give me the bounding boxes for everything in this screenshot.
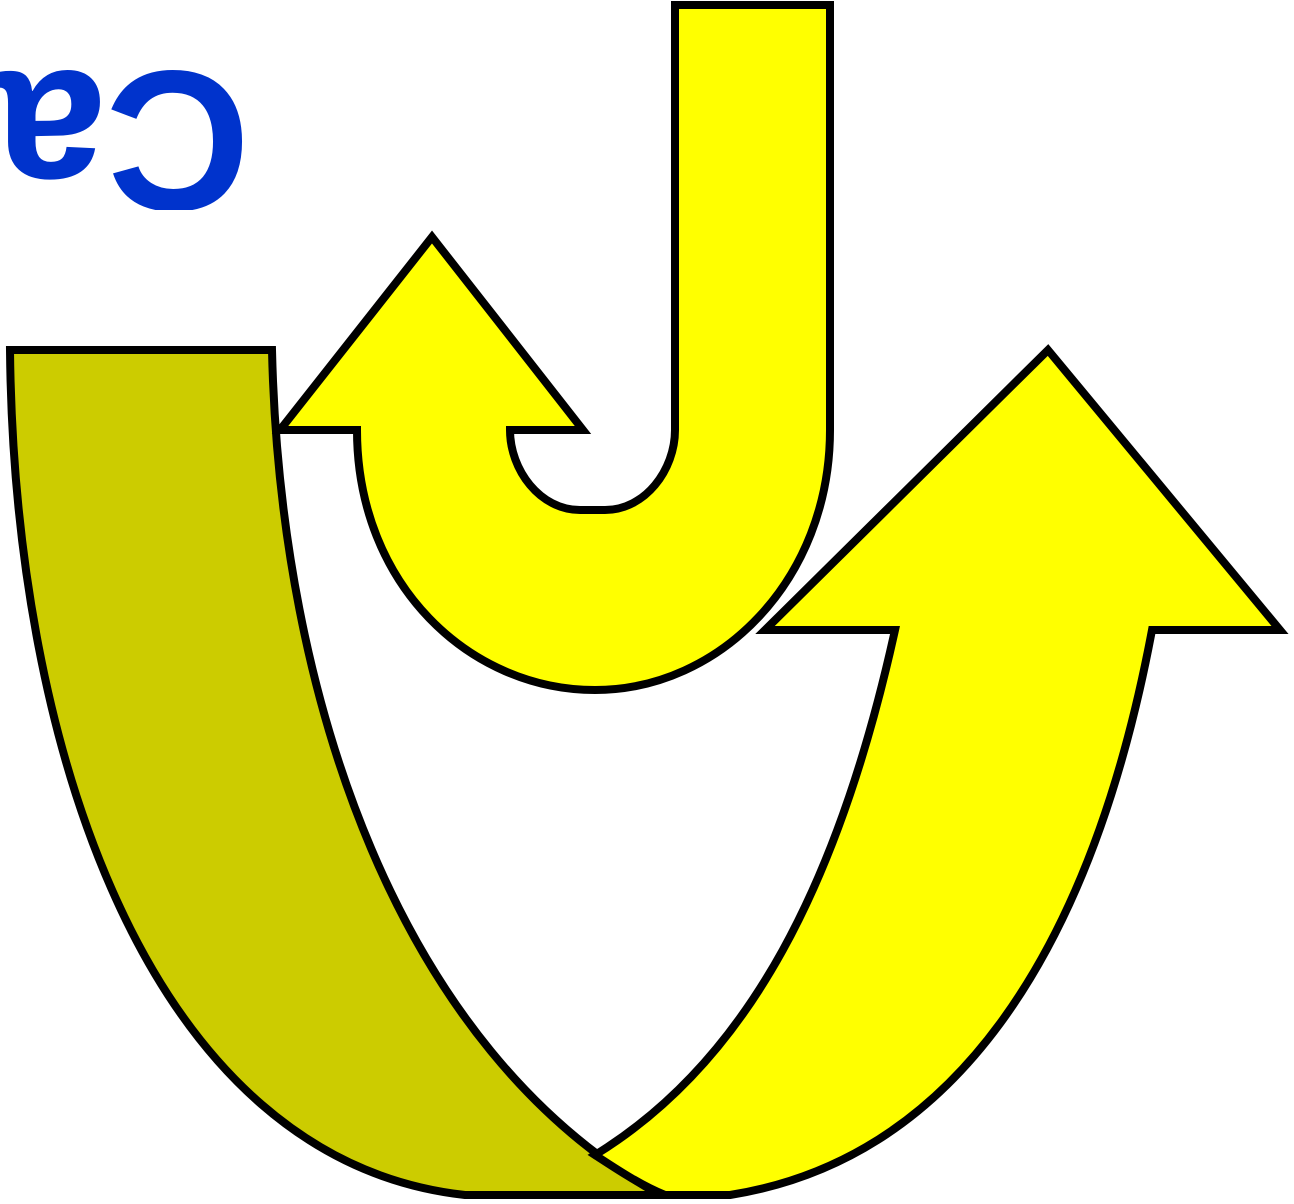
cropped-heading-text: Cal [0, 60, 250, 210]
curved-arrow-olive-icon [10, 350, 660, 1195]
j-hook-arrow-yellow-icon [280, 5, 830, 690]
